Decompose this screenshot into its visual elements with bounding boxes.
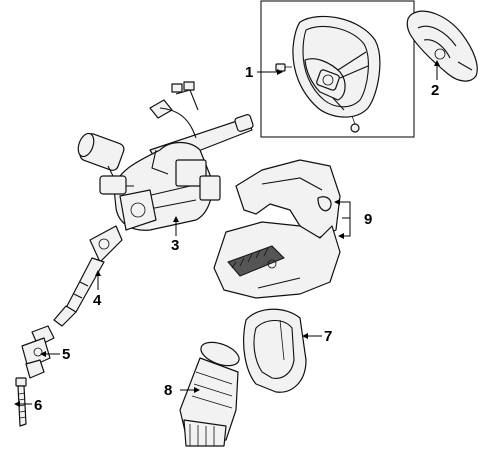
callout-5: 5 xyxy=(62,346,70,363)
column-boot-seal[interactable] xyxy=(243,308,307,393)
steering-wheel-bolt-bottom xyxy=(350,115,360,133)
steering-column[interactable] xyxy=(113,81,254,231)
column-cover-lower[interactable] xyxy=(213,221,341,299)
pinch-bolt[interactable] xyxy=(15,377,27,427)
callout-2: 2 xyxy=(431,82,439,99)
callout-3: 3 xyxy=(171,237,179,254)
airbag-module[interactable] xyxy=(406,10,478,82)
callout-9: 9 xyxy=(364,211,372,228)
callout-8: 8 xyxy=(164,382,172,399)
callout-4: 4 xyxy=(93,292,102,309)
callout-7: 7 xyxy=(324,328,332,345)
leader-lines xyxy=(14,60,440,407)
dust-boot[interactable] xyxy=(179,338,242,447)
universal-joint[interactable] xyxy=(21,325,55,379)
callout-6: 6 xyxy=(34,397,42,414)
callout-1: 1 xyxy=(245,64,253,81)
intermediate-shaft[interactable] xyxy=(53,225,123,327)
steering-wheel[interactable] xyxy=(292,15,381,118)
steering-motor xyxy=(77,132,134,195)
